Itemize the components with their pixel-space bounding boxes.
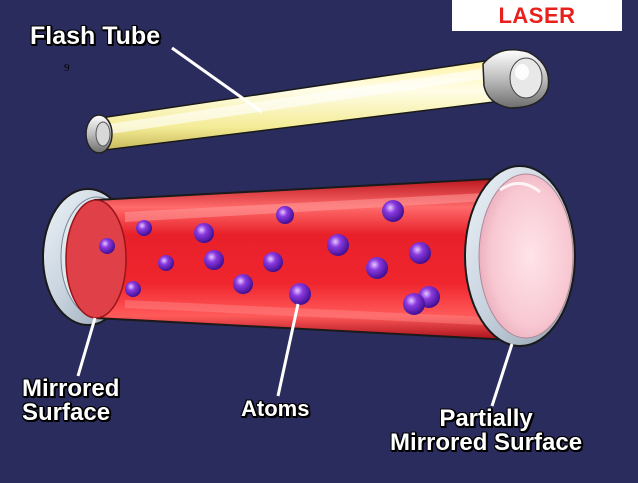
- partially-mirrored-label-line2: Mirrored Surface: [390, 429, 583, 456]
- atom: [276, 206, 294, 224]
- atom: [289, 283, 311, 305]
- atom: [263, 252, 283, 272]
- pointer-lines: [76, 46, 514, 407]
- atom: [403, 293, 425, 315]
- mirrored-surface-label: Mirrored Surface: [22, 377, 119, 425]
- atom: [327, 234, 349, 256]
- laser-tube: [65, 176, 514, 342]
- atoms-pointer: [276, 303, 300, 397]
- mirrored-surface-pointer: [76, 317, 97, 377]
- slide-title: LASER: [498, 2, 576, 28]
- atom: [409, 242, 431, 264]
- atoms: [99, 200, 440, 315]
- title-banner: LASER: [452, 0, 622, 31]
- atom: [194, 223, 214, 243]
- atom: [125, 281, 141, 297]
- atoms-label: Atoms: [241, 396, 310, 421]
- mirrored-surface-label-line2: Surface: [22, 399, 111, 426]
- atom: [233, 274, 253, 294]
- flash-tube: [85, 49, 550, 154]
- partially-mirrored-surface-label: Partially Mirrored Surface: [390, 407, 582, 455]
- atom: [366, 257, 388, 279]
- atom: [382, 200, 404, 222]
- atom: [204, 250, 224, 270]
- atom: [99, 238, 115, 254]
- mirrored-surface-label-line1: Mirrored: [22, 375, 120, 402]
- flash-tube-pointer: [171, 46, 263, 114]
- partially-mirrored-label-line1: Partially: [439, 405, 533, 432]
- atom: [158, 255, 174, 271]
- right-partial-mirror: [464, 165, 576, 347]
- flash-tube-label: Flash Tube: [30, 22, 161, 50]
- atom: [136, 220, 152, 236]
- partial-mirror-pointer: [490, 343, 514, 407]
- slide-number: 9: [64, 62, 70, 74]
